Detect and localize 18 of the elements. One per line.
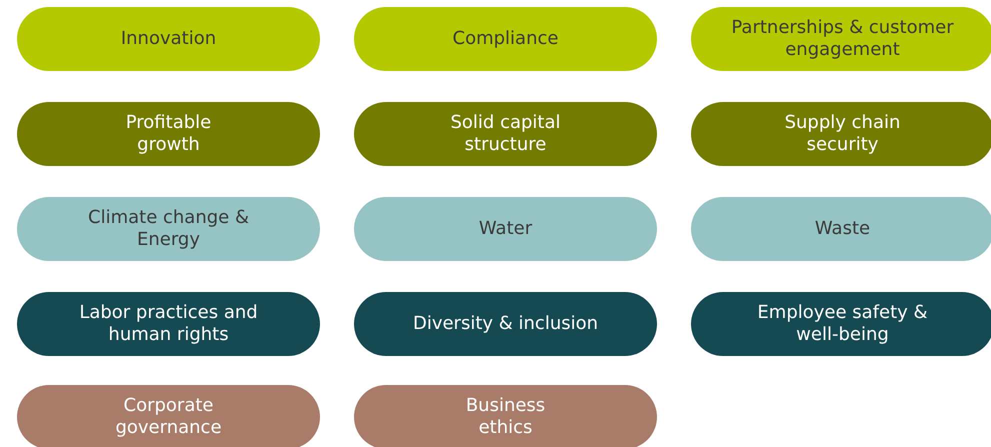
- topic-pill: [691, 102, 991, 166]
- topic-label: Partnerships & customer engagement: [730, 17, 955, 61]
- topic-pill: [691, 7, 991, 71]
- topic-label: Climate change & Energy: [87, 207, 250, 251]
- topic-label: Diversity & inclusion: [412, 313, 598, 335]
- topic-pill: [691, 197, 991, 261]
- topic-label: Profitable growth: [124, 112, 212, 156]
- topic-label: Employee safety & well-being: [756, 302, 929, 346]
- topic-label: Solid capital structure: [449, 112, 562, 156]
- topic-label: Water: [478, 218, 532, 240]
- topic-label: Corporate governance: [114, 395, 223, 439]
- topic-label: Waste: [814, 218, 870, 240]
- topic-label: Business ethics: [464, 395, 546, 439]
- topic-label: Compliance: [452, 28, 558, 50]
- topic-label: Supply chain security: [784, 112, 902, 156]
- topic-label: Labor practices and human rights: [78, 302, 258, 346]
- topic-pill: [691, 292, 991, 356]
- topic-label: Innovation: [120, 28, 216, 50]
